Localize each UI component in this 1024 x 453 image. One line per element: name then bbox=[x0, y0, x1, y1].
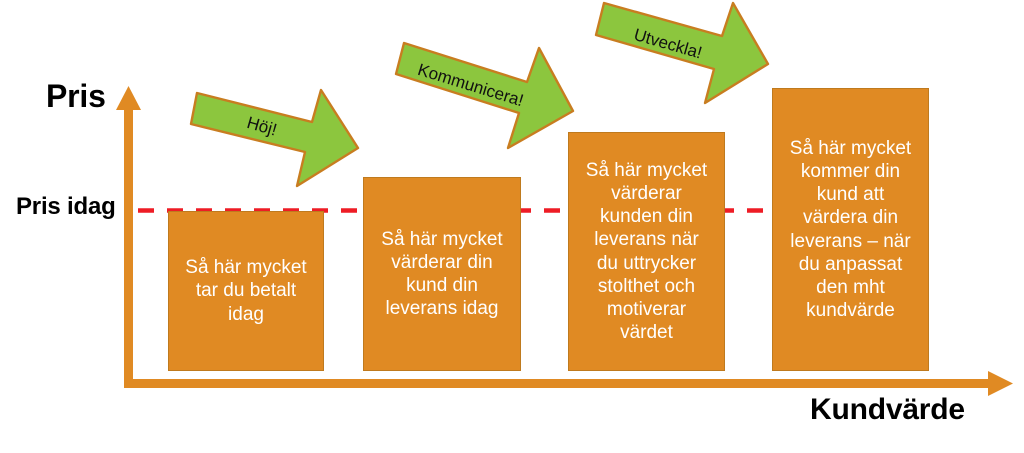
arrow-utveckla[interactable] bbox=[594, 1, 770, 105]
arrow-kommunicera-shape bbox=[394, 41, 575, 150]
bar-kommunicerat-varde[interactable]: Så här mycket värderar kunden din levera… bbox=[568, 132, 725, 371]
x-axis-line bbox=[124, 379, 993, 388]
bar-label: Så här mycket kommer din kund att värder… bbox=[789, 137, 912, 322]
bar-utvecklat-varde[interactable]: Så här mycket kommer din kund att värder… bbox=[772, 88, 929, 371]
x-axis-title: Kundvärde bbox=[810, 393, 965, 426]
y-axis-arrowhead bbox=[116, 86, 141, 110]
bar-label: Så här mycket värderar kunden din levera… bbox=[585, 159, 708, 344]
bar-kundvarde-idag[interactable]: Så här mycket värderar din kund din leve… bbox=[363, 177, 521, 371]
arrow-kommunicera[interactable] bbox=[394, 41, 575, 150]
bar-label: Så här mycket tar du betalt idag bbox=[185, 257, 307, 325]
arrow-hoj-shape bbox=[189, 88, 360, 188]
bar-label: Så här mycket värderar din kund din leve… bbox=[381, 228, 503, 320]
arrow-hoj[interactable] bbox=[189, 88, 360, 188]
x-axis-arrowhead bbox=[988, 371, 1013, 396]
arrow-utveckla-shape bbox=[594, 1, 770, 105]
reference-line-label: Pris idag bbox=[16, 193, 116, 220]
bar-pris-idag[interactable]: Så här mycket tar du betalt idag bbox=[168, 211, 324, 371]
y-axis-title: Pris bbox=[46, 78, 106, 114]
y-axis-line bbox=[124, 104, 133, 387]
